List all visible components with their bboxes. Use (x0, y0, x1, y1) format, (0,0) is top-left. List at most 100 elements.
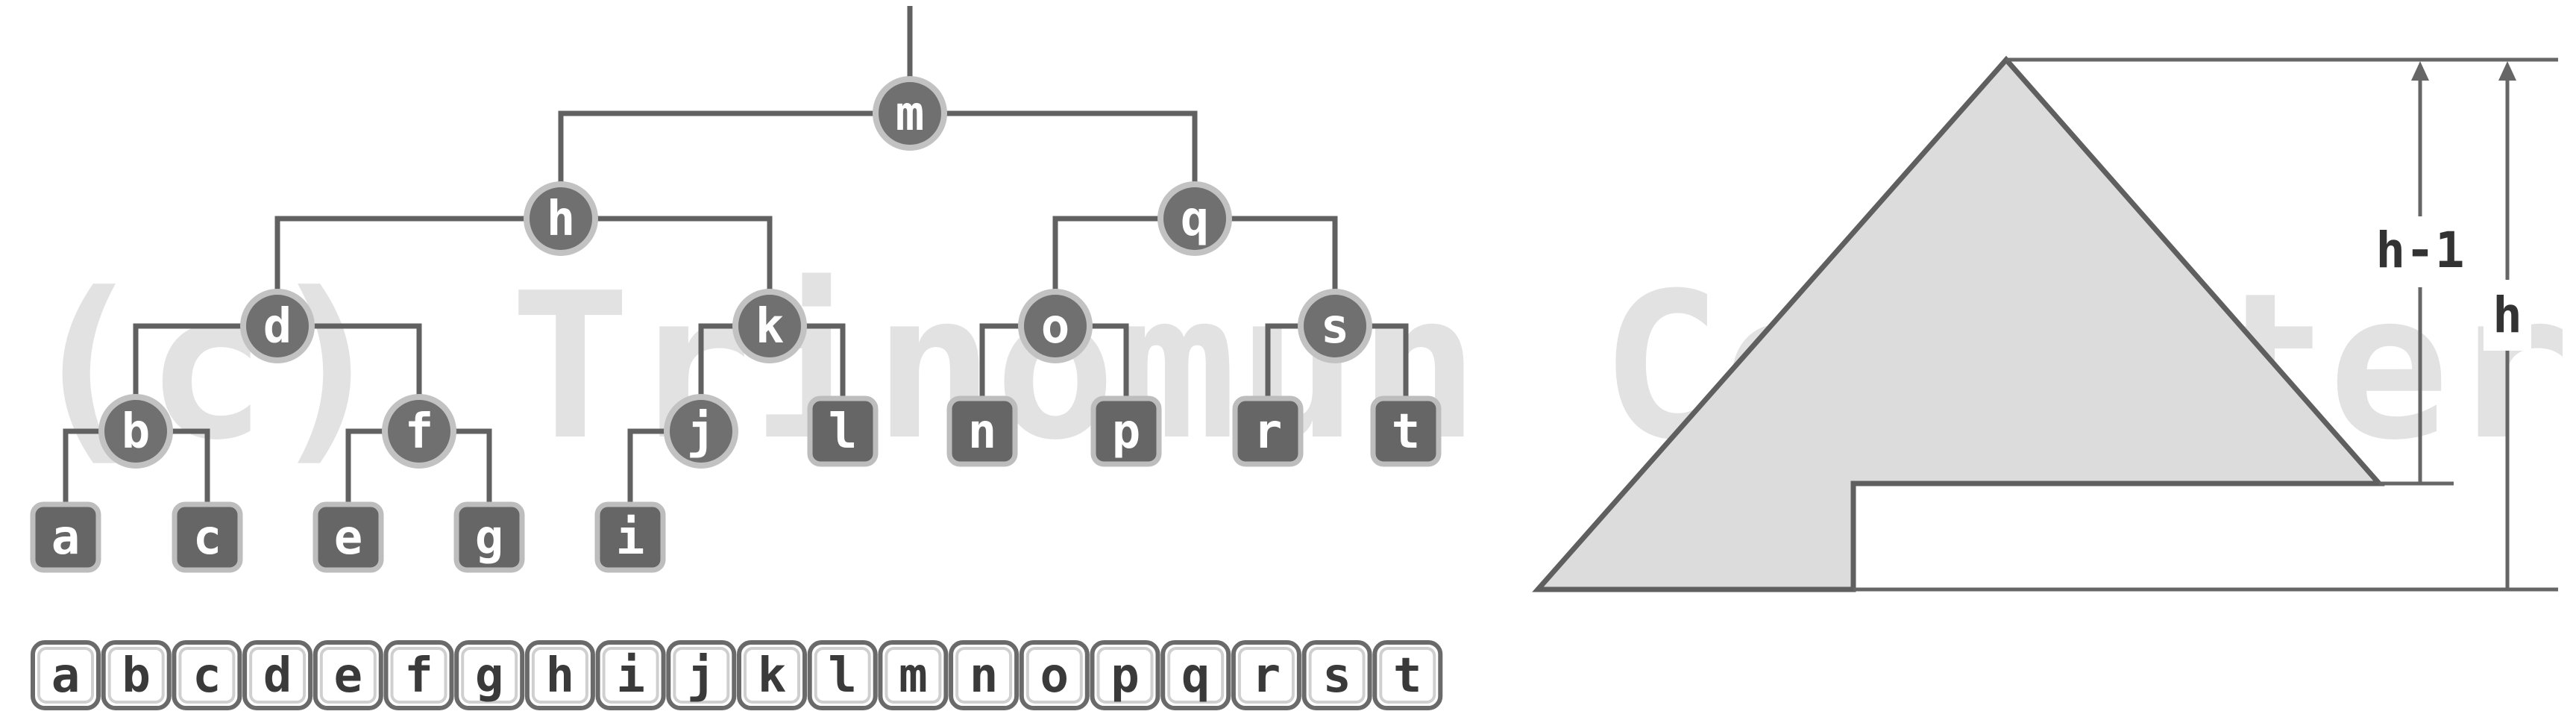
sequence-item-j: j (666, 640, 737, 710)
node-circle-h (524, 181, 598, 256)
sequence-item-r: r (1231, 640, 1301, 710)
sequence-label-g: g (475, 648, 504, 704)
tree-node-g: g (453, 501, 525, 573)
sequence-box-q (1160, 640, 1231, 710)
node-circle-j (664, 394, 738, 469)
leaf-box-t (1370, 395, 1442, 467)
tree-node-k: k (732, 289, 807, 363)
sequence-box-d (242, 640, 313, 710)
sequence-inner-box-d (249, 647, 307, 704)
node-label-b: b (122, 404, 151, 460)
tree-node-q: q (1157, 181, 1232, 256)
node-label-a: a (51, 510, 81, 566)
sequence-inner-box-q (1167, 647, 1225, 704)
triangle-shape (1532, 55, 2385, 592)
sequence-inner-box-p (1096, 647, 1154, 704)
leaf-box-c (172, 501, 243, 573)
node-label-i: i (616, 510, 645, 566)
sequence-label-q: q (1181, 648, 1210, 704)
sequence-label-a: a (51, 648, 81, 704)
node-circle-o (1018, 289, 1093, 363)
sequence-item-c: c (172, 640, 242, 710)
tree-node-m: m (873, 76, 947, 151)
sequence-inner-box-b (107, 647, 165, 704)
sequence-box-i (595, 640, 666, 710)
tree-edge-m-q (910, 110, 1198, 219)
node-circle-b (98, 394, 173, 469)
sequence-label-f: f (404, 648, 433, 704)
leaf-box-l (807, 395, 879, 467)
sequence-label-s: s (1322, 648, 1351, 704)
tree-node-f: f (382, 394, 456, 469)
sequence-item-n: n (949, 640, 1020, 710)
sequence-inner-box-m (885, 647, 942, 704)
sequence-label-p: p (1110, 648, 1140, 704)
sequence-box-p (1090, 640, 1160, 710)
sequence-inner-box-k (744, 647, 800, 704)
tree-node-d: d (240, 289, 315, 363)
sequence-box-s (1301, 640, 1372, 710)
tree-node-t: t (1370, 395, 1442, 467)
inner-label-bg (2360, 216, 2480, 287)
node-label-p: p (1112, 404, 1141, 460)
sequence-inner-box-g (461, 647, 518, 704)
node-label-k: k (755, 299, 785, 354)
sequence-label-b: b (122, 648, 151, 704)
sequence-inner-box-e (319, 647, 377, 704)
leaf-box-a (30, 501, 101, 573)
sequence-inner-box-c (178, 647, 236, 704)
sequence-label-l: l (828, 648, 857, 704)
node-label-j: j (687, 404, 716, 460)
sequence-item-g: g (454, 640, 525, 710)
tree-node-h: h (524, 181, 598, 256)
sequence-inner-box-f (390, 647, 447, 704)
sequence-item-d: d (242, 640, 313, 710)
sequence-box-a (31, 640, 101, 710)
sequence-box-f (383, 640, 454, 710)
inner-dimension-label: h-1 (2375, 222, 2464, 279)
leaf-box-e (312, 501, 384, 573)
sequence-inner-box-o (1025, 647, 1083, 704)
node-label-l: l (829, 404, 858, 460)
sequence-inner-box-s (1308, 647, 1366, 704)
sequence-box-g (454, 640, 525, 710)
sequence-box-h (524, 640, 595, 710)
sequence-item-e: e (312, 640, 383, 710)
sequence-box-c (172, 640, 242, 710)
sequence-box-n (949, 640, 1020, 710)
inner-arrowhead (2411, 61, 2429, 81)
node-label-f: f (405, 404, 434, 460)
tree-node-p: p (1090, 395, 1162, 467)
sequence-inner-box-l (814, 647, 871, 704)
tree-node-l: l (807, 395, 879, 467)
node-label-e: e (334, 510, 363, 566)
leaf-box-g (453, 501, 525, 573)
node-label-n: n (968, 404, 997, 460)
sequence-item-a: a (31, 640, 101, 710)
sequence-label-e: e (334, 648, 363, 704)
outer-label-bg (2484, 280, 2531, 351)
node-circle-f (382, 394, 456, 469)
sequence-item-t: t (1372, 640, 1443, 710)
leaf-box-n (946, 395, 1018, 467)
node-circle-s (1298, 289, 1372, 363)
tree-node-b: b (98, 394, 173, 469)
sequence-item-k: k (737, 640, 807, 710)
sequence-label-t: t (1393, 648, 1422, 704)
sequence-box-e (312, 640, 383, 710)
sequence-item-q: q (1160, 640, 1231, 710)
node-label-h: h (547, 192, 576, 247)
sequence-inner-box-h (531, 647, 588, 704)
sequence-inner-box-a (37, 647, 94, 704)
sequence-inner-box-n (955, 647, 1013, 704)
node-label-q: q (1181, 192, 1210, 247)
sequence-box-r (1231, 640, 1301, 710)
sequence-item-i: i (595, 640, 666, 710)
sequence-label-o: o (1040, 648, 1069, 704)
sequence-label-m: m (899, 648, 928, 704)
node-label-g: g (475, 510, 504, 566)
leaf-box-r (1232, 395, 1304, 467)
tree-node-s: s (1298, 289, 1372, 363)
sequence-label-n: n (970, 648, 999, 704)
sequence-item-p: p (1090, 640, 1160, 710)
